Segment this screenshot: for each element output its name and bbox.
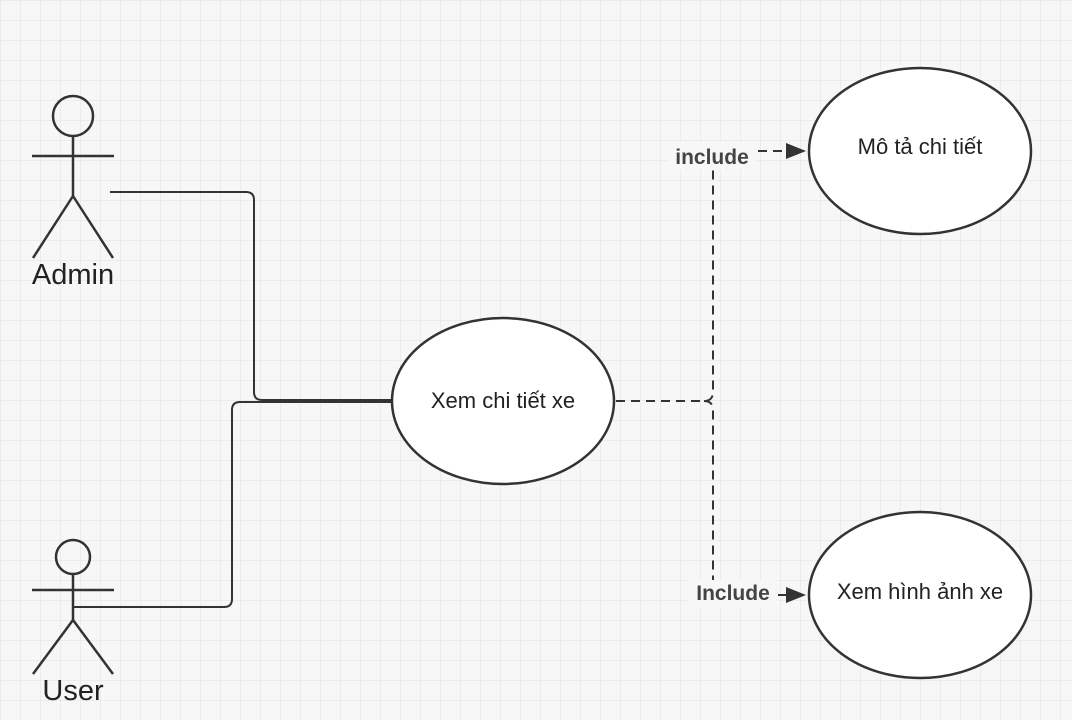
usecase-images-label: Xem hình ảnh xe bbox=[837, 579, 1003, 604]
admin-right-leg bbox=[71, 195, 115, 259]
admin-label: Admin bbox=[32, 259, 114, 291]
arrowhead-top-icon bbox=[786, 143, 806, 159]
user-right-leg bbox=[71, 619, 115, 675]
usecase-describe-label: Mô tả chi tiết bbox=[858, 134, 983, 159]
user-actor[interactable] bbox=[31, 538, 115, 675]
usecase-main-label: Xem chi tiết xe bbox=[431, 388, 575, 413]
include-connector-bottom[interactable] bbox=[703, 400, 714, 585]
user-label: User bbox=[42, 675, 104, 707]
user-association-line[interactable] bbox=[72, 401, 392, 608]
include-bottom-label: Include bbox=[696, 582, 770, 605]
user-left-leg bbox=[31, 619, 75, 675]
include-connector-top[interactable] bbox=[616, 170, 714, 402]
usecase-main-ellipse[interactable] bbox=[390, 316, 616, 486]
include-top-label-bg bbox=[668, 142, 756, 170]
include-top-label: include bbox=[675, 146, 749, 169]
usecase-images-ellipse[interactable] bbox=[807, 510, 1033, 680]
include-bottom-label-bg bbox=[688, 580, 778, 608]
admin-association-line[interactable] bbox=[110, 191, 392, 401]
usecase-describe-ellipse[interactable] bbox=[807, 66, 1033, 236]
arrowhead-bottom-icon bbox=[786, 587, 806, 603]
admin-actor[interactable] bbox=[31, 94, 115, 259]
admin-left-leg bbox=[31, 195, 75, 259]
